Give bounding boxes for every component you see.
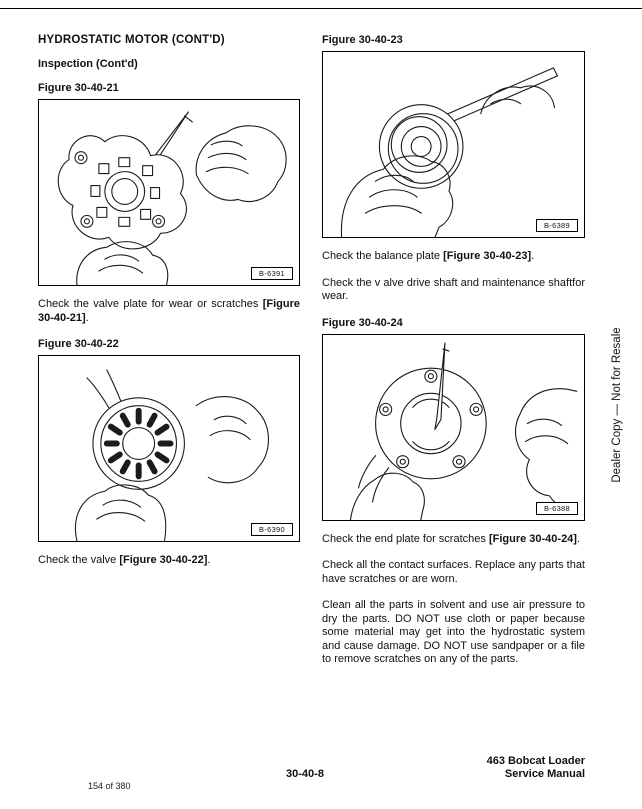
figure-reference: [Figure 30-40-22]	[119, 554, 208, 566]
photo-id-label: B-6388	[536, 501, 578, 515]
paragraph-text: .	[207, 554, 211, 566]
paragraph-text: .	[576, 532, 581, 545]
valve-plate-drawing	[57, 111, 287, 285]
figure-caption-30-40-22: Figure 30-40-22	[38, 338, 119, 350]
figure-reference: [Figure 30-40-23]	[443, 250, 532, 262]
figure-30-40-21: B-6391	[38, 99, 300, 286]
paragraph-check-valve-plate: Check the valve plate for wear or scratc…	[38, 298, 300, 325]
valve-rotor-drawing	[75, 369, 269, 541]
figure-30-40-23: B-6389	[322, 51, 585, 238]
figure-reference: [Figure 30-40-21]	[38, 298, 300, 324]
figure-caption-30-40-23: Figure 30-40-23	[322, 34, 403, 46]
figure-caption-30-40-24: Figure 30-40-24	[322, 316, 403, 329]
paragraph-text: Check the balance plate	[322, 250, 444, 262]
paragraph-check-balance-plate: Check the balance plate [Figure 30-40-23…	[322, 250, 585, 264]
figure-30-40-22: B-6390	[38, 355, 300, 542]
page-top-rule	[0, 8, 642, 9]
photo-id-label: B-6389	[536, 219, 578, 232]
drive-shaft-spring-drawing	[340, 67, 558, 237]
footer-page-number: 30-40-8	[286, 768, 324, 780]
paragraph-text: Check the valve	[38, 554, 120, 566]
section-subtitle: Inspection (Cont'd)	[38, 58, 138, 70]
footer-manual-title: 463 Bobcat Loader Service Manual	[487, 755, 585, 781]
photo-id-label: B-6391	[251, 267, 293, 280]
end-plate-drawing	[349, 341, 578, 520]
figure-caption-30-40-21: Figure 30-40-21	[38, 82, 119, 94]
paragraph-check-contact-surfaces: Check all the contact surfaces. Replace …	[322, 559, 585, 585]
left-column: HYDROSTATIC MOTOR (CONT'D) Inspection (C…	[38, 34, 300, 581]
paragraph-text: .	[531, 250, 535, 262]
paragraph-clean-parts: Clean all the parts in solvent and use a…	[322, 599, 585, 665]
paragraph-text: .	[85, 311, 89, 324]
photo-id-label: B-6390	[251, 523, 293, 536]
footer-manual-line1: 463 Bobcat Loader	[486, 755, 585, 767]
paragraph-check-drive-shaft: Check the v alve drive shaft and mainten…	[322, 276, 585, 303]
section-title: HYDROSTATIC MOTOR (CONT'D)	[38, 34, 225, 46]
right-column: Figure 30-40-23	[322, 34, 585, 680]
footer-manual-line2: Service Manual	[504, 768, 585, 780]
pdf-page-indicator: 154 of 380	[88, 781, 131, 791]
paragraph-text: Check the end plate for scratches	[322, 532, 489, 545]
figure-reference: [Figure 30-40-24]	[488, 532, 577, 545]
figure-30-40-24: B-6388	[322, 333, 585, 521]
paragraph-check-valve: Check the valve [Figure 30-40-22].	[38, 554, 300, 568]
paragraph-text: Check the valve plate for wear or scratc…	[38, 298, 263, 310]
dealer-copy-watermark: Dealer Copy — Not for Resale	[611, 327, 623, 483]
paragraph-check-end-plate: Check the end plate for scratches [Figur…	[322, 533, 585, 547]
